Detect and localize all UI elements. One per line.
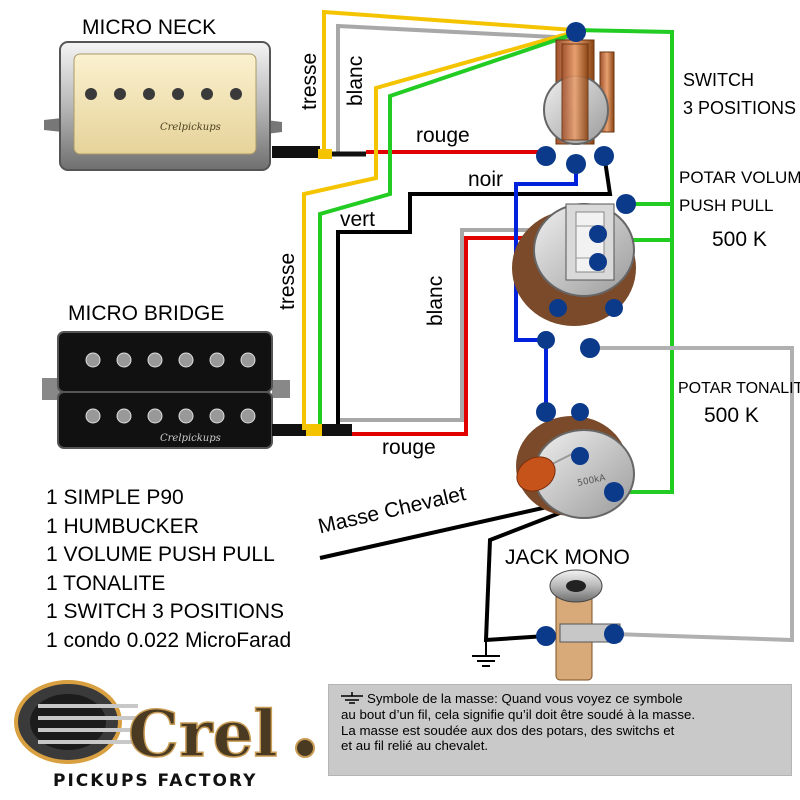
- wire-noir: [336, 153, 613, 430]
- crel-logo: Crel: [8, 676, 328, 798]
- note-line-2: au bout d’un fil, cela signifie qu’il do…: [341, 707, 696, 723]
- label-potar-volume-line2: PUSH PULL: [679, 196, 774, 215]
- label-switch-line1: SWITCH: [683, 70, 754, 90]
- parts-list-item: 1 TONALITE: [46, 571, 166, 595]
- jack-mono: [549, 569, 621, 681]
- label-micro-bridge: MICRO BRIDGE: [68, 302, 225, 325]
- parts-list-item: 1 condo 0.022 MicroFarad: [46, 628, 292, 652]
- parts-list-item: 1 SWITCH 3 POSITIONS: [46, 600, 285, 623]
- parts-list-item: 1 SIMPLE P90: [46, 486, 184, 509]
- note-line-3: La masse est soudée aux dos des potars, …: [341, 722, 675, 738]
- parts-list-item: 1 VOLUME PUSH PULL: [46, 543, 275, 566]
- label-potar-tonalite-value: 500 K: [704, 404, 759, 427]
- parts-list-item: 1 HUMBUCKER: [46, 514, 199, 538]
- ground-symbol-icon: [472, 655, 500, 667]
- wire-label-vert: vert: [340, 208, 376, 231]
- note-line-1: Symbole de la masse: Quand vous voyez ce…: [367, 691, 683, 706]
- label-potar-tonalite: POTAR TONALITE: [678, 380, 800, 397]
- switch-3-positions: [543, 39, 615, 145]
- note-line-4: et au fil relié au chevalet.: [341, 738, 489, 754]
- micro-bridge-pickup: Crelpickups: [42, 331, 308, 449]
- logo-brand-text: Crel: [128, 697, 278, 772]
- wire-blanc-jack: [590, 346, 794, 643]
- pickup-logo-icon: [14, 680, 138, 764]
- wire-tresse-bridge: [302, 30, 575, 430]
- wire-label-tresse-neck: tresse: [298, 52, 321, 110]
- label-jack-mono: JACK MONO: [505, 546, 630, 569]
- wire-label-blanc-bridge: blanc: [424, 275, 447, 326]
- neck-brand-text: Crelpickups: [160, 122, 221, 133]
- micro-neck-pickup: Crelpickups: [44, 41, 320, 171]
- wire-vert-right: [573, 28, 674, 494]
- label-switch-line2: 3 POSITIONS: [683, 98, 797, 118]
- wire-label-noir: noir: [468, 168, 504, 191]
- parts-list: 1 SIMPLE P90 1 HUMBUCKER 1 VOLUME PUSH P…: [46, 484, 291, 655]
- ground-symbol-icon: [341, 691, 363, 708]
- wire-label-rouge-neck: rouge: [416, 124, 470, 147]
- label-potar-volume-value: 500 K: [712, 228, 767, 251]
- label-micro-neck: MICRO NECK: [82, 16, 217, 39]
- bridge-brand-text: Crelpickups: [160, 433, 221, 444]
- wire-label-rouge-bridge: rouge: [382, 436, 436, 459]
- wire-label-tresse-bridge: tresse: [276, 252, 299, 310]
- label-potar-volume-line1: POTAR VOLUME: [679, 168, 800, 187]
- wire-ground: [483, 490, 615, 643]
- wire-label-blanc-neck: blanc: [344, 55, 367, 106]
- wire-vert: [318, 32, 575, 428]
- solder-points: [536, 22, 636, 646]
- ground-note-box: Symbole de la masse: Quand vous voyez ce…: [328, 684, 792, 776]
- logo-subtitle: PICKUPS FACTORY: [53, 771, 258, 791]
